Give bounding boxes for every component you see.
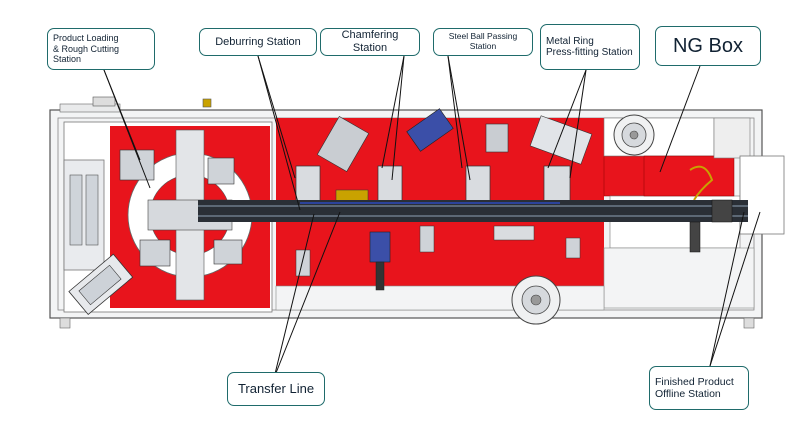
label-finished-product-station: Finished Product Offline Station [649,366,749,410]
label-ng-box: NG Box [655,26,761,66]
label-product-loading-station: Product Loading & Rough Cutting Station [47,28,155,70]
label-metal-ring-text: Metal Ring Press-fitting Station [546,35,633,59]
label-product-loading-text: Product Loading & Rough Cutting Station [53,33,120,65]
label-chamfering-text: Chamfering Station [341,29,399,54]
label-deburring-text: Deburring Station [215,35,301,48]
label-steel-ball-passing-station: Steel Ball Passing Station [433,28,533,56]
leader-lines [103,55,761,379]
label-ng-box-text: NG Box [672,34,744,57]
label-transfer-line-text: Transfer Line [237,380,315,396]
label-deburring-station: Deburring Station [199,28,317,56]
label-chamfering-station: Chamfering Station [320,28,420,56]
label-metal-ring-station: Metal Ring Press-fitting Station [540,24,640,70]
label-transfer-line: Transfer Line [227,372,325,406]
upper-wheel [613,114,655,156]
lower-wheel [511,275,561,325]
label-finished-product-text: Finished Product Offline Station [655,375,734,400]
transfer-rail [198,199,748,253]
label-steel-ball-text: Steel Ball Passing Station [448,31,518,51]
